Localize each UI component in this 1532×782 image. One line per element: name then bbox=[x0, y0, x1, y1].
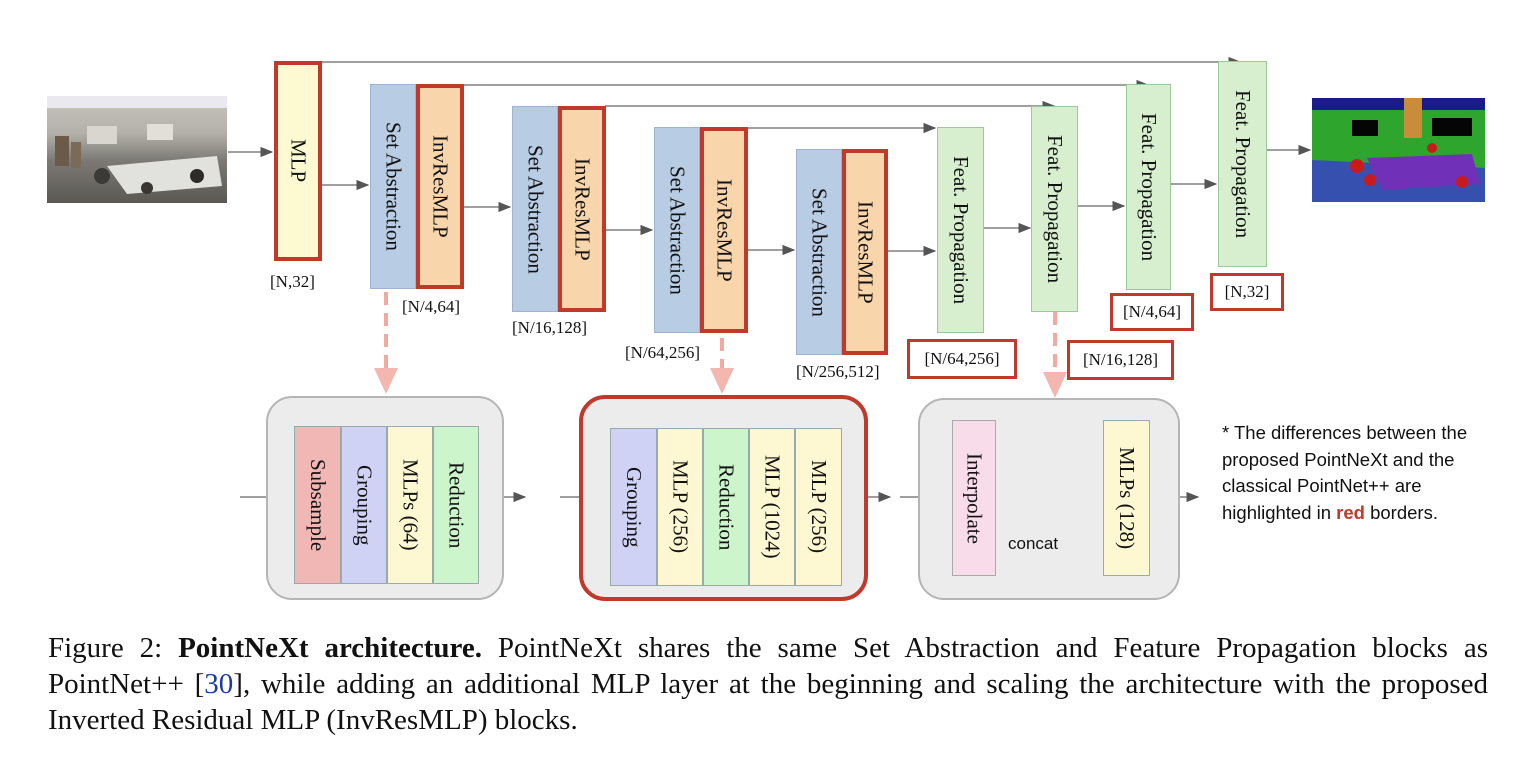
sa-detail-reduction: Reduction bbox=[433, 426, 479, 584]
mlp-stem-block: MLP bbox=[274, 61, 322, 261]
note-suffix: borders. bbox=[1370, 501, 1438, 523]
mlp-shape-label: [N,32] bbox=[270, 272, 315, 291]
fp-detail-mlps: MLPs (128) bbox=[1103, 420, 1150, 576]
invresmlp-block-3: InvResMLP bbox=[700, 127, 748, 333]
sa2-shape-label: [N/16,128] bbox=[512, 318, 588, 337]
set-abstraction-block-3: Set Abstraction bbox=[654, 127, 700, 333]
feat-propagation-block-3: Feat. Propagation bbox=[1126, 84, 1171, 290]
differences-note: * The differences between the proposed P… bbox=[1222, 420, 1512, 526]
invresmlp-block-2: InvResMLP bbox=[558, 106, 606, 312]
feat-propagation-block-4: Feat. Propagation bbox=[1218, 61, 1267, 267]
sa4-shape-label: [N/256,512] bbox=[796, 362, 880, 381]
fp4-shape-label: [N,32] bbox=[1210, 273, 1284, 311]
inv-detail-mlp-256-a: MLP (256) bbox=[657, 428, 703, 586]
input-point-cloud-image bbox=[47, 96, 227, 203]
caption-text-1: PointNeXt shares the same Set Abstractio… bbox=[48, 632, 1489, 700]
caption-text-2: ], while adding an additional MLP layer … bbox=[48, 668, 1488, 736]
fp-detail-interpolate: Interpolate bbox=[952, 420, 996, 576]
set-abstraction-block-2: Set Abstraction bbox=[512, 106, 558, 312]
inv-detail-mlp-1024: MLP (1024) bbox=[749, 428, 795, 586]
citation-link[interactable]: 30 bbox=[204, 668, 234, 700]
note-red-word: red bbox=[1336, 501, 1365, 523]
caption-title: PointNeXt architecture. bbox=[178, 632, 483, 664]
fp-detail-concat-label: concat bbox=[1008, 534, 1059, 553]
feat-propagation-block-1: Feat. Propagation bbox=[937, 127, 984, 333]
output-segmentation-image bbox=[1312, 98, 1485, 202]
feat-propagation-block-2: Feat. Propagation bbox=[1031, 106, 1078, 312]
invresmlp-block-4: InvResMLP bbox=[842, 149, 888, 355]
sa3-shape-label: [N/64,256] bbox=[625, 343, 701, 362]
sa1-shape-label: [N/4,64] bbox=[402, 297, 461, 316]
fp2-shape-label: [N/16,128] bbox=[1067, 340, 1174, 380]
inv-detail-mlp-256-b: MLP (256) bbox=[795, 428, 842, 586]
set-abstraction-block-1: Set Abstraction bbox=[370, 84, 416, 289]
note-text: * The differences between the proposed P… bbox=[1222, 422, 1468, 523]
sa-detail-mlps: MLPs (64) bbox=[387, 426, 433, 584]
figure-caption: Figure 2: PointNeXt architecture. PointN… bbox=[48, 630, 1488, 738]
inv-detail-grouping: Grouping bbox=[610, 428, 657, 586]
set-abstraction-block-4: Set Abstraction bbox=[796, 149, 842, 355]
sa-detail-grouping: Grouping bbox=[341, 426, 387, 584]
inv-detail-reduction: Reduction bbox=[703, 428, 749, 586]
sa-detail-subsample: Subsample bbox=[294, 426, 341, 584]
fp3-shape-label: [N/4,64] bbox=[1110, 293, 1194, 331]
fp1-shape-label: [N/64,256] bbox=[907, 339, 1017, 379]
caption-label: Figure 2: bbox=[48, 632, 163, 664]
invresmlp-block-1: InvResMLP bbox=[416, 84, 464, 289]
